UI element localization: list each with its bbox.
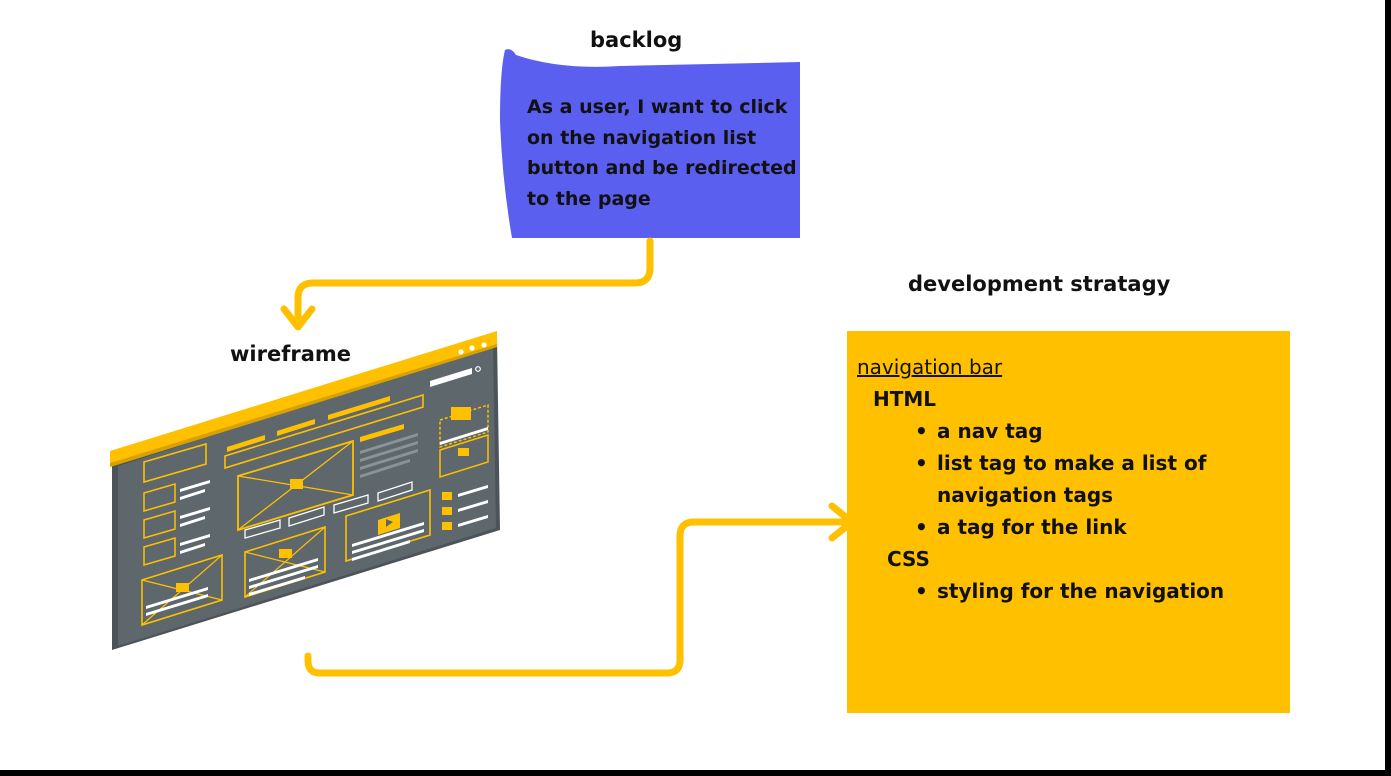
list-item: styling for the navigation [915,575,1282,607]
html-items-list: a nav tag list tag to make a list of nav… [857,415,1282,543]
strategy-content: navigation bar HTML a nav tag list tag t… [857,351,1282,607]
section-title: navigation bar [857,355,1003,379]
list-item: a tag for the link [915,511,1282,543]
backlog-story-text: As a user, I want to click on the naviga… [527,96,797,210]
list-item: a nav tag [915,415,1282,447]
css-label: CSS [887,547,930,571]
arrowhead-down-icon [280,305,316,331]
backlog-title: backlog [590,28,683,52]
wireframe-illustration [110,331,500,650]
backlog-note[interactable] [500,49,800,238]
strategy-title: development stratagy [908,272,1171,296]
connector-backlog-to-wireframe [294,237,654,330]
wireframe-title: wireframe [230,342,351,366]
frame-edge-bottom [0,770,1391,776]
css-items-list: styling for the navigation [857,575,1282,607]
connector-wireframe-to-strategy [304,518,854,677]
frame-edge-right [1385,0,1391,776]
list-item: list tag to make a list of navigation ta… [915,447,1282,511]
html-label: HTML [873,387,937,411]
